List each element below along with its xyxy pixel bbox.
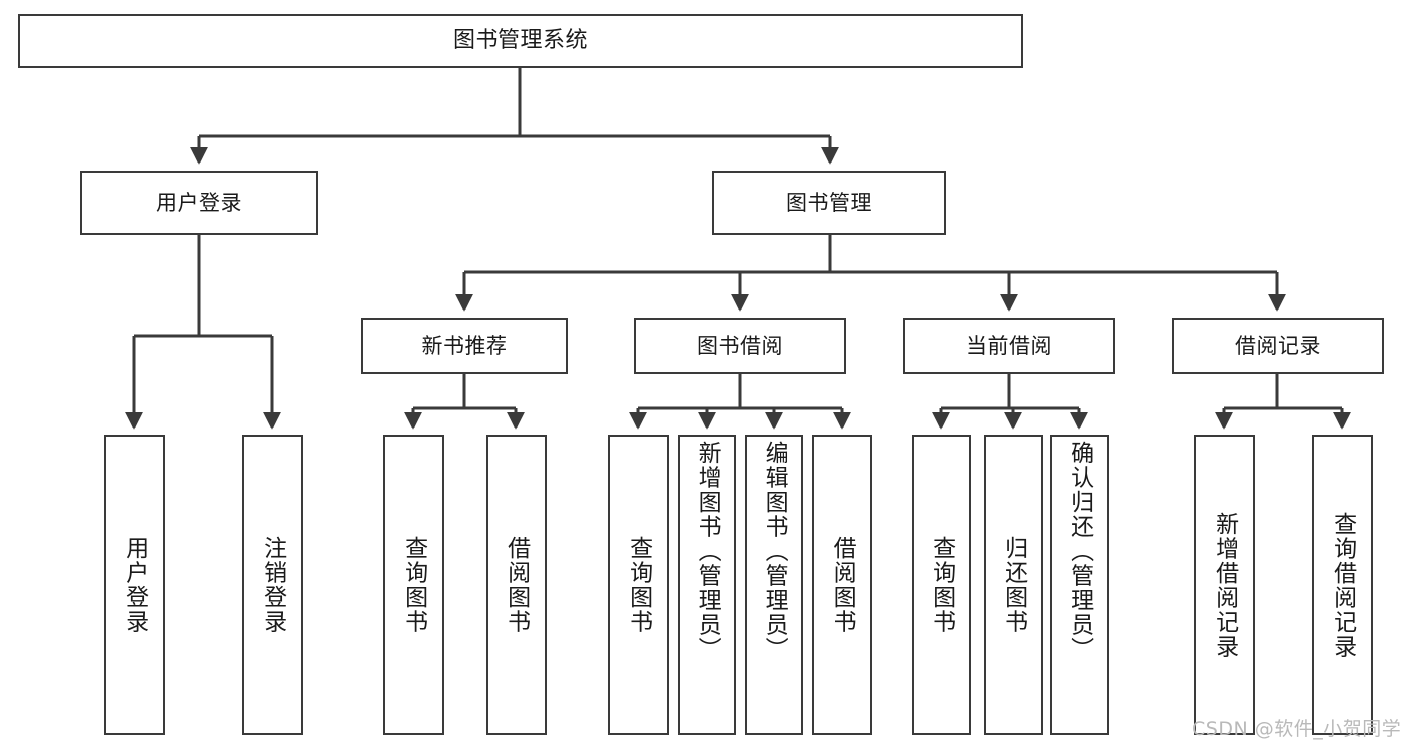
leaf-record-query-record[interactable]: 查询借阅记录 <box>1312 435 1373 735</box>
node-label: 图书借阅 <box>697 333 783 358</box>
leaf-current-confirm-return-admin[interactable]: 确认归还（管理员） <box>1050 435 1109 735</box>
node-label: 图书管理系统 <box>452 28 588 54</box>
node-label: 新增借阅记录 <box>1211 511 1238 659</box>
leaf-record-add-record[interactable]: 新增借阅记录 <box>1194 435 1255 735</box>
node-label: 查询图书 <box>625 536 652 634</box>
node-label: 当前借阅 <box>966 333 1052 358</box>
node-label: 新增图书（管理员） <box>694 441 721 662</box>
node-label: 借阅记录 <box>1235 333 1321 358</box>
node-user-login[interactable]: 用户登录 <box>80 171 318 235</box>
node-label: 用户登录 <box>156 190 242 215</box>
node-label: 借阅图书 <box>503 536 530 634</box>
node-label: 确认归还（管理员） <box>1066 441 1093 662</box>
node-label: 归还图书 <box>1000 536 1027 634</box>
leaf-borrow-add-book-admin[interactable]: 新增图书（管理员） <box>678 435 736 735</box>
node-label: 查询图书 <box>400 536 427 634</box>
node-label: 借阅图书 <box>829 536 856 634</box>
leaf-user-login-logout[interactable]: 注销登录 <box>242 435 303 735</box>
leaf-new-book-query-book[interactable]: 查询图书 <box>383 435 444 735</box>
node-label: 查询借阅记录 <box>1329 511 1356 659</box>
leaf-borrow-query-book[interactable]: 查询图书 <box>608 435 669 735</box>
leaf-borrow-borrow-book[interactable]: 借阅图书 <box>812 435 872 735</box>
node-label: 新书推荐 <box>421 333 508 358</box>
node-book-borrowing[interactable]: 图书借阅 <box>634 318 846 374</box>
leaf-borrow-edit-book-admin[interactable]: 编辑图书（管理员） <box>745 435 803 735</box>
node-new-book-recommendation[interactable]: 新书推荐 <box>361 318 568 374</box>
node-book-management[interactable]: 图书管理 <box>712 171 946 235</box>
leaf-current-query-book[interactable]: 查询图书 <box>912 435 971 735</box>
node-label: 编辑图书（管理员） <box>761 441 788 662</box>
node-root-book-management-system[interactable]: 图书管理系统 <box>18 14 1023 68</box>
leaf-current-return-book[interactable]: 归还图书 <box>984 435 1043 735</box>
node-borrowing-record[interactable]: 借阅记录 <box>1172 318 1384 374</box>
node-label: 查询图书 <box>928 536 955 634</box>
node-label: 图书管理 <box>786 190 872 215</box>
leaf-new-book-borrow-book[interactable]: 借阅图书 <box>486 435 547 735</box>
node-label: 用户登录 <box>121 536 148 634</box>
node-label: 注销登录 <box>259 536 286 634</box>
leaf-user-login-login[interactable]: 用户登录 <box>104 435 165 735</box>
node-current-borrowing[interactable]: 当前借阅 <box>903 318 1115 374</box>
watermark: CSDN @软件_小贺同学 <box>1192 718 1402 740</box>
